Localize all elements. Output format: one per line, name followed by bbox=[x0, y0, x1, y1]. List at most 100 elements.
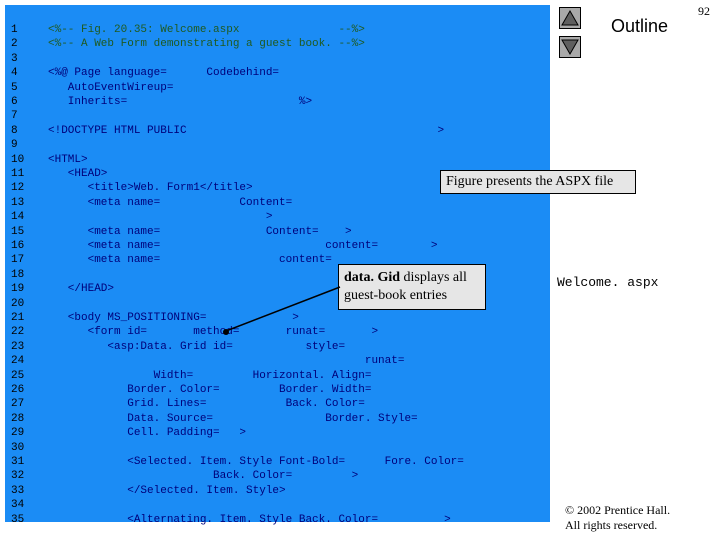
code-text: Border. Color= Border. Width= bbox=[48, 384, 372, 396]
line-number: 13 bbox=[11, 196, 25, 209]
code-line: 14 > bbox=[5, 210, 545, 224]
line-number: 27 bbox=[11, 398, 25, 411]
code-text: Cell. Padding= > bbox=[48, 427, 247, 440]
code-text: Back. Color= > bbox=[48, 470, 359, 483]
line-number: 8 bbox=[11, 124, 18, 137]
code-line: 34 bbox=[5, 498, 545, 512]
line-number: 35 bbox=[11, 513, 25, 526]
code-text: <!DOCTYPE HTML PUBLIC > bbox=[48, 124, 445, 137]
triangle-up-icon bbox=[561, 9, 579, 26]
code-text: <meta name= content= > bbox=[48, 240, 438, 252]
code-text: <meta name= Content= bbox=[48, 196, 293, 209]
code-text: > bbox=[48, 211, 273, 224]
previous-slide-button[interactable] bbox=[559, 7, 581, 29]
line-number: 12 bbox=[11, 182, 25, 195]
code-line: 3 bbox=[5, 52, 545, 66]
code-line: 21 <body MS_POSITIONING= > bbox=[5, 311, 545, 325]
line-number: 1 bbox=[11, 24, 18, 36]
line-number: 6 bbox=[11, 96, 18, 108]
code-line: 29 Cell. Padding= > bbox=[5, 426, 545, 440]
code-text: Grid. Lines= Back. Color= bbox=[48, 398, 365, 411]
code-line: 20 bbox=[5, 297, 545, 311]
line-number: 21 bbox=[11, 312, 25, 324]
figure-callout-text: Figure presents the ASPX file bbox=[446, 174, 614, 189]
datagrid-callout: data. Gid displays all guest-book entrie… bbox=[338, 264, 486, 310]
line-number: 2 bbox=[11, 38, 18, 51]
code-line: 23 <asp:Data. Grid id= style= bbox=[5, 340, 545, 354]
code-text: Data. Source= Border. Style= bbox=[48, 412, 418, 425]
line-number: 9 bbox=[11, 139, 18, 152]
line-number: 7 bbox=[11, 110, 18, 123]
line-number: 28 bbox=[11, 412, 25, 425]
figure-callout: Figure presents the ASPX file bbox=[440, 170, 636, 194]
triangle-down-icon bbox=[561, 39, 579, 56]
code-line: 30 bbox=[5, 441, 545, 455]
code-text: <%@ Page language= Codebehind= bbox=[48, 67, 280, 80]
code-line: 35 <Alternating. Item. Style Back. Color… bbox=[5, 513, 545, 527]
code-line: 10<HTML> bbox=[5, 153, 545, 167]
code-text: runat= bbox=[48, 355, 405, 368]
code-text: <%-- Fig. 20.35: Welcome.aspx --%> bbox=[48, 24, 365, 36]
code-line: 32 Back. Color= > bbox=[5, 469, 545, 483]
code-line: 13 <meta name= Content= bbox=[5, 196, 545, 210]
line-number: 25 bbox=[11, 369, 25, 382]
code-line: 17 <meta name= content= bbox=[5, 253, 545, 267]
line-number: 20 bbox=[11, 297, 25, 310]
next-slide-button[interactable] bbox=[559, 36, 581, 58]
code-line: 5 AutoEventWireup= bbox=[5, 81, 545, 95]
line-number: 34 bbox=[11, 499, 25, 512]
line-number: 15 bbox=[11, 225, 25, 238]
code-line: 2 <%-- A Web Form demonstrating a guest b… bbox=[5, 37, 545, 51]
code-text: <title>Web. Form1</title> bbox=[48, 182, 253, 195]
line-number: 18 bbox=[11, 268, 25, 281]
code-text: <meta name= content= bbox=[48, 254, 332, 267]
copyright-line2: All rights reserved. bbox=[565, 518, 658, 532]
line-number: 11 bbox=[11, 168, 25, 180]
copyright-line1: © 2002 Prentice Hall. bbox=[565, 503, 671, 517]
code-line: 22 <form id= method= runat= > bbox=[5, 325, 545, 339]
line-number: 32 bbox=[11, 470, 25, 483]
code-text: </Selected. Item. Style> bbox=[48, 484, 286, 497]
code-line: 6 Inherits= %> bbox=[5, 95, 545, 109]
code-line: 27 Grid. Lines= Back. Color= bbox=[5, 397, 545, 411]
code-line: 33 </Selected. Item. Style> bbox=[5, 484, 545, 498]
line-number: 22 bbox=[11, 326, 25, 339]
code-line: 15 <meta name= Content= > bbox=[5, 225, 545, 239]
line-number: 5 bbox=[11, 81, 18, 94]
code-line: 7 bbox=[5, 109, 545, 123]
line-number: 30 bbox=[11, 441, 25, 454]
datagrid-callout-line1: data. Gid displays all bbox=[344, 269, 485, 287]
code-text: <meta name= Content= > bbox=[48, 225, 352, 238]
code-text: <%-- A Web Form demonstrating a guest bo… bbox=[48, 38, 365, 51]
line-number: 29 bbox=[11, 427, 25, 440]
line-number: 31 bbox=[11, 456, 25, 468]
line-number: 23 bbox=[11, 340, 25, 353]
line-number: 16 bbox=[11, 240, 25, 252]
code-line: 16 <meta name= content= > bbox=[5, 239, 545, 253]
code-line: 28 Data. Source= Border. Style= bbox=[5, 412, 545, 426]
code-line: 9 bbox=[5, 138, 545, 152]
line-number: 4 bbox=[11, 67, 18, 80]
code-line: 8 <!DOCTYPE HTML PUBLIC > bbox=[5, 124, 545, 138]
code-text: <asp:Data. Grid id= style= bbox=[48, 340, 346, 353]
code-line: 12 <title>Web. Form1</title> bbox=[5, 181, 545, 195]
code-panel: 1 <%-- Fig. 20.35: Welcome.aspx --%> 2 <%--… bbox=[5, 5, 550, 526]
outline-label[interactable]: Outline bbox=[611, 16, 669, 36]
code-text: Width= Horizontal. Align= bbox=[48, 369, 372, 382]
code-text: <HTML> bbox=[48, 153, 88, 166]
code-text: <Alternating. Item. Style Back. Color= > bbox=[48, 513, 451, 526]
code-text: <body MS_POSITIONING= > bbox=[48, 312, 299, 324]
line-number: 33 bbox=[11, 484, 25, 497]
code-text: <HEAD> bbox=[48, 168, 108, 180]
datagrid-callout-code: data. Gid bbox=[344, 270, 401, 285]
code-line: 1 <%-- Fig. 20.35: Welcome.aspx --%> bbox=[5, 23, 545, 37]
code-line: 19 </HEAD> bbox=[5, 282, 545, 296]
code-line: 4 <%@ Page language= Codebehind= bbox=[5, 66, 545, 80]
code-line: 24 runat= bbox=[5, 354, 545, 368]
code-line: 18 bbox=[5, 268, 545, 282]
filename-label: Welcome. aspx bbox=[557, 275, 659, 290]
copyright: © 2002 Prentice Hall. All rights reserve… bbox=[565, 503, 670, 533]
page-number: 92 bbox=[698, 4, 710, 18]
line-number: 17 bbox=[11, 254, 25, 267]
datagrid-callout-line2: guest-book entries bbox=[344, 288, 448, 303]
